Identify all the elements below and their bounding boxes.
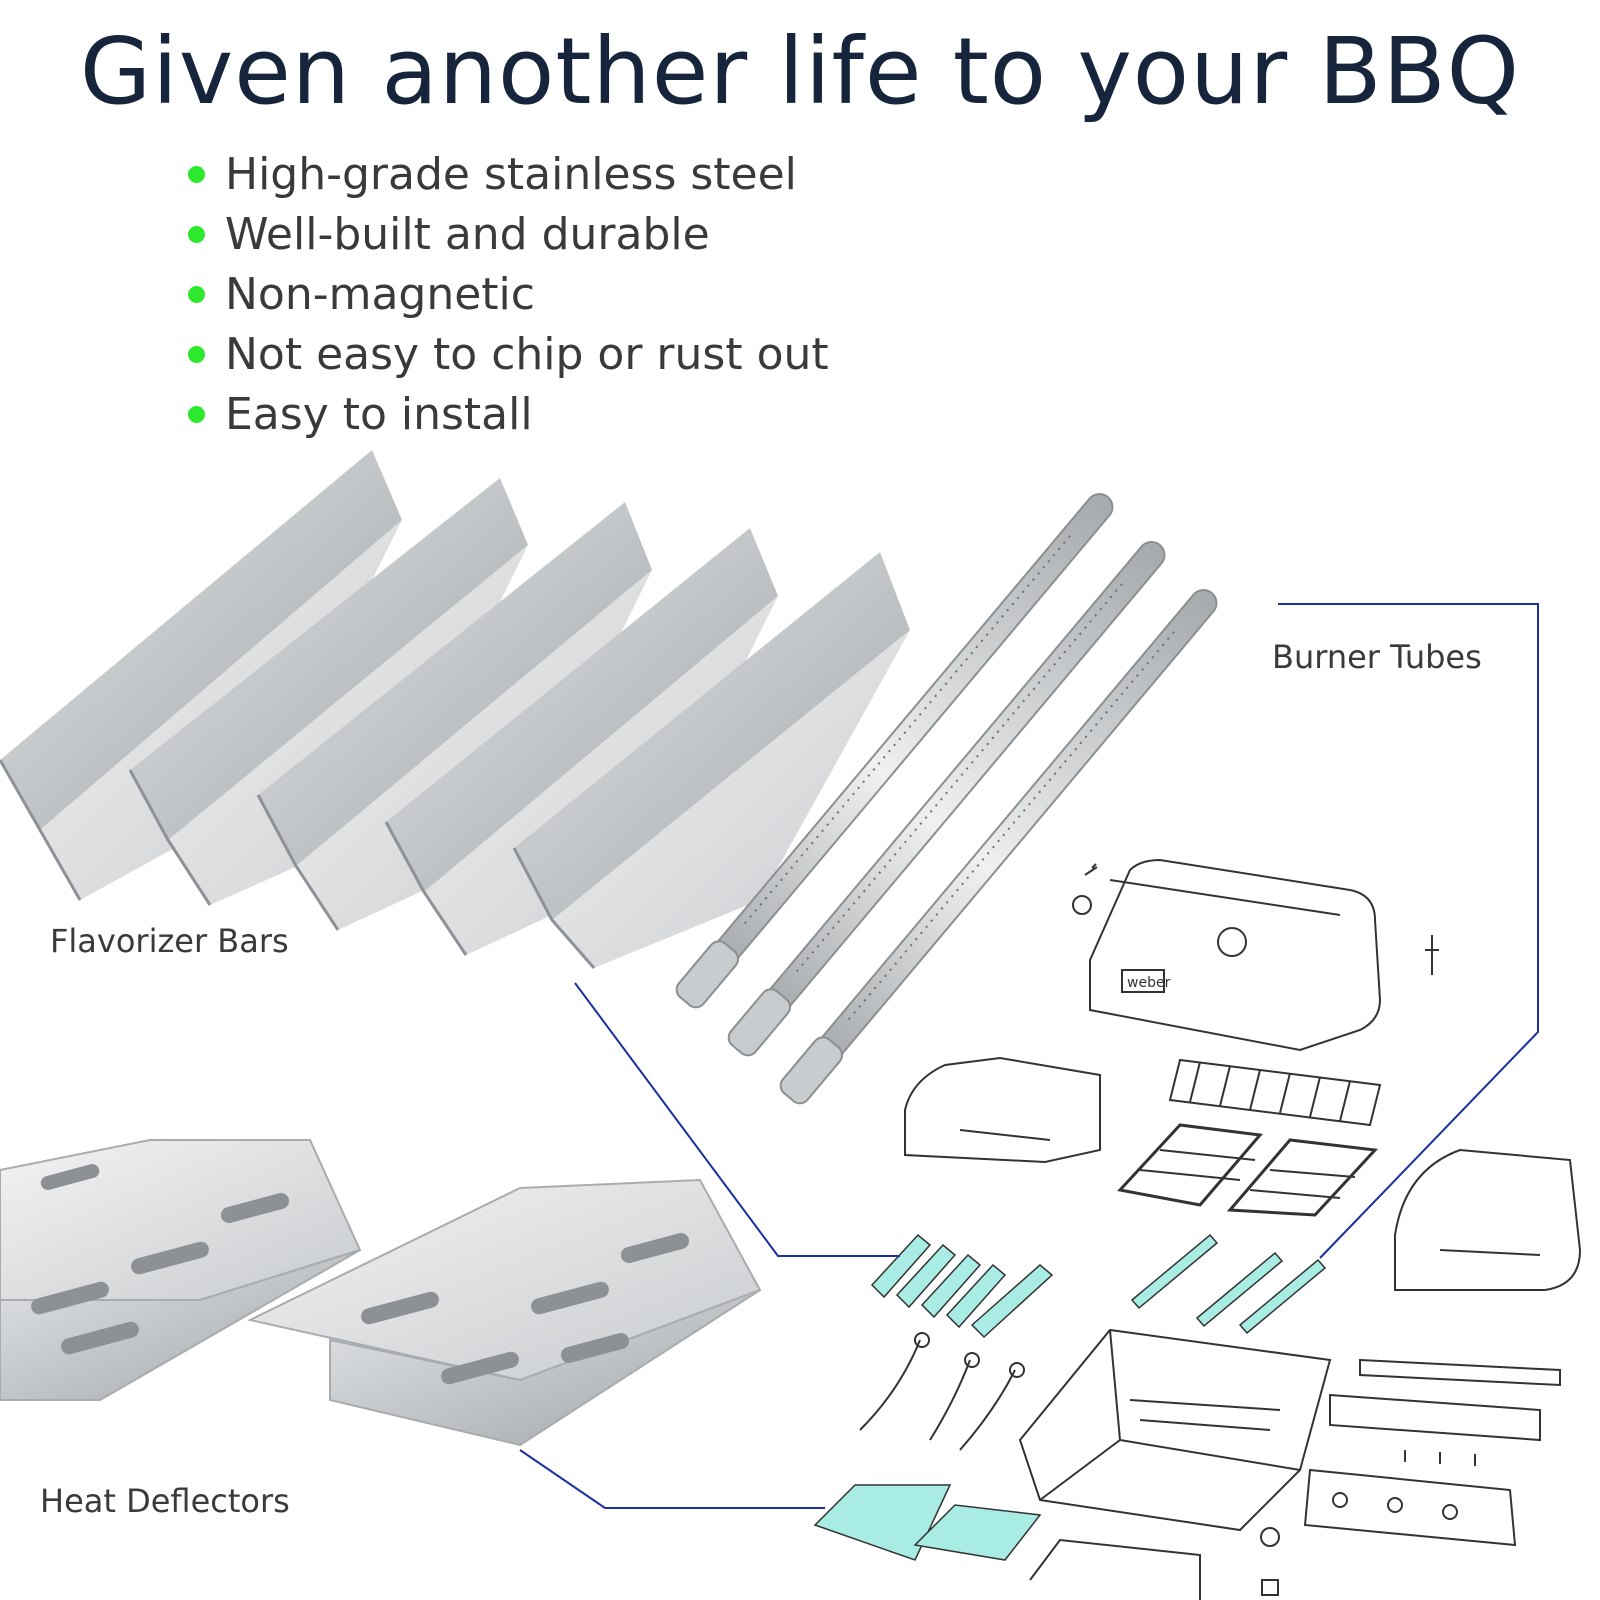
burner-tubes-image bbox=[675, 493, 1218, 1105]
bullet-icon bbox=[188, 225, 205, 243]
feature-item: High-grade stainless steel bbox=[188, 144, 829, 204]
burner-tube bbox=[675, 493, 1114, 1009]
grill-lid: weber bbox=[1072, 858, 1439, 1052]
feature-text: Easy to install bbox=[225, 388, 533, 440]
bullet-icon bbox=[188, 285, 205, 303]
bullet-icon bbox=[188, 345, 205, 363]
feature-text: High-grade stainless steel bbox=[225, 148, 797, 200]
brand-mark: weber bbox=[1127, 975, 1171, 991]
cook-box bbox=[1018, 1328, 1332, 1532]
heat-deflectors-image bbox=[0, 1139, 762, 1447]
grill-exploded-diagram: weber bbox=[859, 858, 1582, 1600]
heat-deflectors-label: Heat Deflectors bbox=[40, 1482, 290, 1520]
side-table-right bbox=[1394, 1148, 1582, 1291]
flavorizer-bar bbox=[512, 552, 910, 969]
feature-item: Not easy to chip or rust out bbox=[188, 324, 829, 384]
burner-tube bbox=[727, 541, 1166, 1057]
highlighted-burner-tubes bbox=[1130, 1233, 1327, 1335]
side-table-left bbox=[904, 1056, 1101, 1164]
grease-tray bbox=[1029, 1538, 1201, 1600]
feature-text: Non-magnetic bbox=[225, 268, 535, 320]
flavorizer-bars-image bbox=[0, 450, 910, 969]
callout-lines bbox=[519, 603, 1539, 1509]
heat-deflector bbox=[246, 1178, 762, 1447]
highlighted-heat-deflectors bbox=[813, 1484, 1042, 1561]
feature-item: Well-built and durable bbox=[188, 204, 829, 264]
flavorizer-bar bbox=[256, 502, 652, 931]
flavorizer-callout-line bbox=[574, 982, 900, 1257]
feature-item: Easy to install bbox=[188, 384, 829, 444]
page-title: Given another life to your BBQ bbox=[79, 18, 1521, 125]
cooking-grates bbox=[1117, 1123, 1379, 1217]
burner-callout-line bbox=[1278, 603, 1539, 1259]
feature-text: Well-built and durable bbox=[225, 208, 710, 260]
heat-deflector bbox=[0, 1139, 362, 1401]
feature-list: High-grade stainless steel Well-built an… bbox=[188, 144, 829, 444]
deflector-callout-line bbox=[519, 1449, 825, 1509]
bullet-icon bbox=[188, 165, 205, 183]
flavorizer-bars-label: Flavorizer Bars bbox=[50, 922, 289, 960]
burner-tube bbox=[779, 589, 1218, 1105]
highlighted-flavorizer-bars bbox=[870, 1233, 1054, 1339]
feature-item: Non-magnetic bbox=[188, 264, 829, 324]
regulator-parts bbox=[1260, 1527, 1280, 1596]
burner-tubes-label: Burner Tubes bbox=[1272, 638, 1482, 676]
feature-text: Not easy to chip or rust out bbox=[225, 328, 829, 380]
igniter-wires bbox=[859, 1332, 1025, 1451]
control-panel-parts bbox=[1303, 1358, 1561, 1547]
bullet-icon bbox=[188, 405, 205, 423]
flavorizer-bar bbox=[384, 528, 778, 956]
warming-rack bbox=[1168, 1058, 1382, 1127]
